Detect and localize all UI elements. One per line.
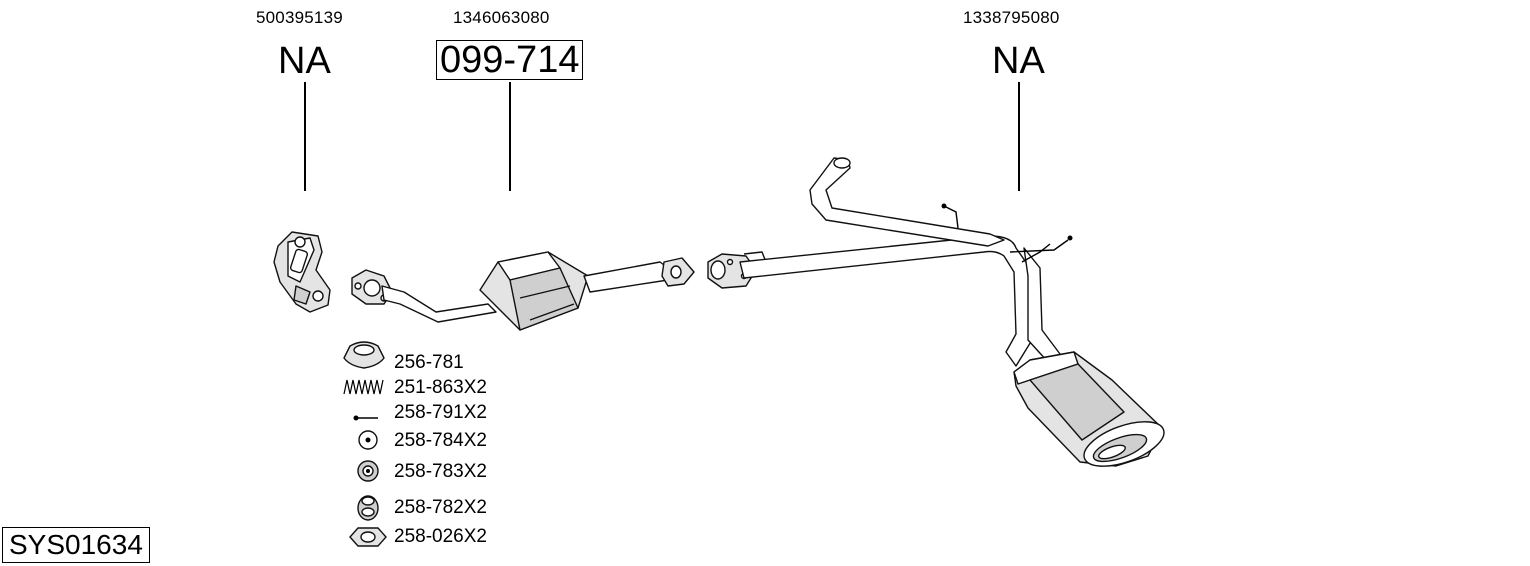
nut-icon	[349, 527, 387, 547]
rubber-mount-icon	[357, 460, 379, 482]
system-id-label: SYS01634	[2, 527, 150, 563]
rubber-ring-icon	[358, 430, 378, 450]
part-code-3: NA	[992, 40, 1045, 82]
fitting-label-mount: 258-783X2	[394, 461, 487, 482]
oem-number-3: 1338795080	[963, 8, 1060, 27]
fitting-label-ring: 258-784X2	[394, 430, 487, 451]
oem-number-1: 500395139	[256, 8, 343, 27]
part-code-2[interactable]: 099-714	[436, 40, 584, 80]
fitting-label-spring: 251-863X2	[394, 377, 487, 398]
rubber-hanger-icon	[357, 495, 379, 521]
gasket-ring-icon	[343, 341, 385, 369]
bolt-icon	[353, 415, 378, 421]
fitting-label-gasket: 256-781	[394, 352, 464, 373]
oem-number-2: 1346063080	[453, 8, 550, 27]
fitting-label-bolt: 258-791X2	[394, 402, 487, 423]
part-code-1: NA	[278, 40, 331, 82]
spring-icon	[343, 379, 384, 395]
fitting-label-nut: 258-026X2	[394, 526, 487, 547]
rear-muffler-part[interactable]	[707, 157, 1170, 475]
fitting-label-hanger: 258-782X2	[394, 497, 487, 518]
catalytic-converter-part[interactable]	[351, 251, 695, 331]
manifold-flange-part[interactable]	[273, 231, 331, 313]
